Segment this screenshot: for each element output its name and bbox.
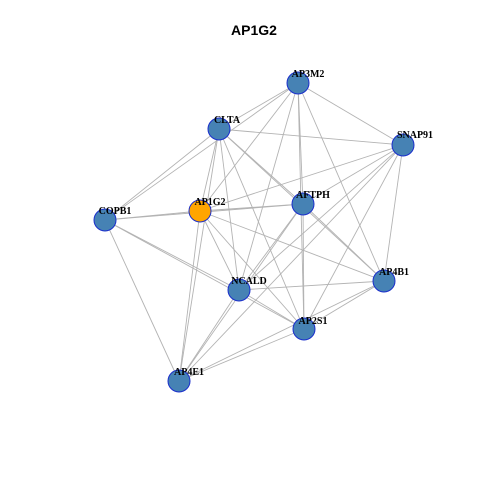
edge-snap91-ap1g2 (199, 144, 404, 212)
edge-ap3m2-snap91 (297, 82, 404, 146)
node-ap3m2: AP3M2 (286, 69, 325, 95)
edge-snap91-aftph (302, 144, 404, 205)
edge-ncald-ap4b1 (238, 280, 385, 291)
node-circle (167, 369, 191, 393)
node-label: AFTPH (296, 190, 330, 201)
node-label: AP4B1 (379, 267, 409, 278)
edge-ap2s1-ap4e1 (178, 328, 305, 382)
node-circle (391, 133, 415, 157)
node-circle (291, 192, 315, 216)
node-label: AP3M2 (292, 69, 325, 80)
edge-ap1g2-ap4e1 (178, 210, 201, 382)
edge-ap3m2-ncald (238, 82, 299, 291)
edge-ap1g2-ap4b1 (199, 210, 385, 282)
edge-copb1-ap4e1 (104, 219, 180, 382)
node-label: AP2S1 (299, 316, 328, 327)
node-circle (286, 71, 310, 95)
node-label: NCALD (231, 276, 267, 287)
edge-ap4b1-ap4e1 (178, 280, 385, 382)
node-clta: CLTA (207, 115, 241, 141)
edge-snap91-ap2s1 (303, 144, 404, 330)
edge-ap3m2-copb1 (104, 82, 299, 221)
edge-clta-snap91 (218, 128, 404, 146)
node-circle (188, 199, 212, 223)
edge-clta-ap2s1 (218, 128, 305, 330)
edge-ap1g2-ap2s1 (199, 210, 305, 330)
node-label: CLTA (214, 115, 241, 126)
edge-ap1g2-ncald (199, 210, 240, 291)
edge-layer (104, 82, 404, 382)
node-ncald: NCALD (227, 276, 267, 302)
node-snap91: SNAP91 (391, 130, 433, 157)
node-circle (227, 278, 251, 302)
edge-snap91-ncald (238, 144, 404, 291)
diagram-title: AP1G2 (231, 22, 277, 38)
edge-aftph-ap2s1 (302, 203, 305, 330)
edge-clta-ap4e1 (178, 128, 220, 382)
edge-ncald-ap4e1 (178, 289, 240, 382)
node-label: AP1G2 (194, 197, 225, 208)
edge-ap2s1-ap4b1 (303, 280, 385, 330)
edge-copb1-ncald (104, 219, 240, 291)
edge-ap3m2-ap1g2 (199, 82, 299, 212)
edge-snap91-ap4b1 (383, 144, 404, 282)
node-circle (292, 317, 316, 341)
edge-clta-copb1 (104, 128, 220, 221)
node-label: COPB1 (99, 206, 132, 217)
edge-aftph-ncald (238, 203, 304, 291)
node-ap2s1: AP2S1 (292, 316, 328, 341)
edge-copb1-ap2s1 (104, 219, 305, 330)
edge-ncald-ap2s1 (238, 289, 305, 330)
node-circle (93, 208, 117, 232)
edge-ap3m2-clta (218, 82, 299, 130)
node-circle (207, 117, 231, 141)
edge-snap91-ap4e1 (178, 144, 404, 382)
node-label: AP4E1 (174, 367, 204, 378)
node-circle (372, 269, 396, 293)
node-aftph: AFTPH (291, 190, 330, 216)
node-ap4e1: AP4E1 (167, 367, 204, 393)
node-label: SNAP91 (397, 130, 433, 141)
edge-ap1g2-aftph (199, 203, 304, 212)
node-ap4b1: AP4B1 (372, 267, 409, 293)
edge-clta-ncald (218, 128, 240, 291)
node-ap1g2: AP1G2 (188, 197, 226, 223)
edge-aftph-ap4b1 (302, 203, 385, 282)
edge-clta-ap1g2 (199, 128, 220, 212)
node-copb1: COPB1 (93, 206, 132, 232)
